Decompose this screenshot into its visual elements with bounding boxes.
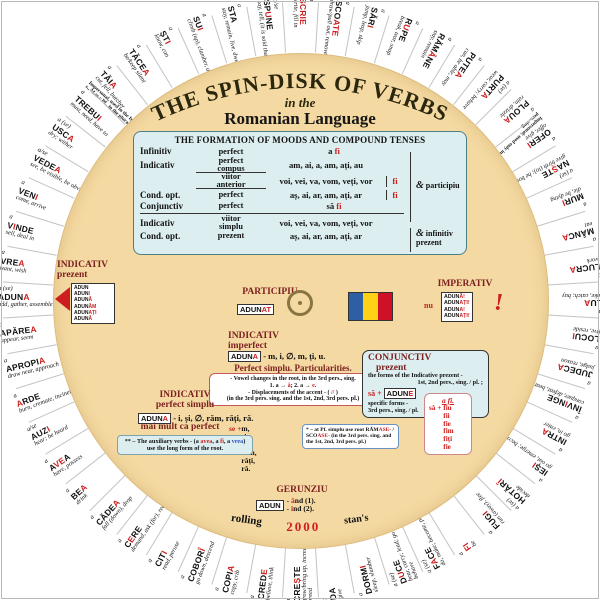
infinitiv-group-label: & infinitiv prezent xyxy=(416,228,453,247)
gerunziu-label: GERUNZIU xyxy=(276,485,328,495)
mai-mult-ending: răți, xyxy=(241,456,255,465)
mai-mult-label: mai mult ca perfect xyxy=(140,422,220,432)
publisher-footer: rolling 2000 stan's xyxy=(0,511,600,535)
conjunctiv-root-box: ADUNE xyxy=(383,388,417,400)
moods-table: THE FORMATION OF MOODS AND COMPOUND TENS… xyxy=(133,131,467,255)
participiu-group-label: & participiu xyxy=(416,180,460,191)
prezent-form: ADUNĂM xyxy=(74,303,97,310)
title-in-the: in the xyxy=(284,95,316,110)
footer-stans: stan's xyxy=(343,512,370,527)
imperativ-forms-box: ADUNĂ!ADUNAȚI!ADUNA!ADUNAȚI! xyxy=(441,292,473,322)
plus-glyph: & xyxy=(416,228,424,239)
flag-stripe xyxy=(363,293,378,320)
gerunziu-ending: - ând (1). xyxy=(286,496,316,505)
perfect-simplu-row: ADUNA - i, și, ∅, răm, răți, ră. xyxy=(138,413,253,424)
verb-prefix: a (se) xyxy=(0,285,13,292)
footer-rolling: rolling xyxy=(230,511,263,529)
gerunziu-root-box: ADUN xyxy=(256,499,284,511)
root-footnote-box: * – at Pf. simplu use root RĂMASE- / SCO… xyxy=(302,424,399,449)
gerunziu-ending: - ind (2). xyxy=(286,504,314,513)
table-divider-vertical-1 xyxy=(410,152,411,222)
imperativ-label: IMPERATIV xyxy=(437,279,493,289)
footer-year: 2000 xyxy=(286,519,321,534)
verb-meaning: add, gather, assemble xyxy=(0,300,53,308)
imperativ-form: ADUNAȚI! xyxy=(444,300,470,307)
flag-stripe xyxy=(349,293,364,320)
imperativ-form: ADUNAȚI! xyxy=(444,313,470,320)
particularities-box: - Vowel changes in the root, in the 3rd … xyxy=(209,373,377,407)
table-divider-vertical-2 xyxy=(410,228,411,252)
participiu-label: PARTICIPIU xyxy=(242,287,298,297)
a-fi-form: fiu xyxy=(443,404,452,412)
imperativ-form: ADUNA! xyxy=(444,306,465,313)
prezent-form: ADUNAȚI xyxy=(74,309,97,316)
exclamation-mark: ! xyxy=(494,290,504,316)
participiu-form-box: ADUNAT xyxy=(237,304,275,315)
imperativ-nu: nu xyxy=(424,301,433,310)
mai-mult-ending: ră. xyxy=(241,464,251,473)
prezent-form: ADUNĂ xyxy=(74,297,93,304)
mai-mult-ending: m, xyxy=(241,424,250,433)
verb-name: ADUNA xyxy=(0,291,30,302)
a-fi-form: fie xyxy=(443,419,451,428)
flag-stripe xyxy=(377,293,392,320)
title-language: Romanian Language xyxy=(224,109,376,128)
moods-table-header: THE FORMATION OF MOODS AND COMPOUND TENS… xyxy=(174,135,426,145)
a-fi-form: fie xyxy=(443,442,451,451)
pointer-arrow-icon xyxy=(55,287,70,311)
auxiliary-verbs-note: ** – The auxiliary verbs - (a avea, a fi… xyxy=(117,435,253,455)
particularity-line: 1. a → ă; 2. a → e. xyxy=(269,382,317,389)
imperativ-form: ADUNĂ! xyxy=(444,294,465,300)
particularity-line: - Vowel changes in the root, in the 3rd … xyxy=(230,376,356,382)
particularity-line: (in the 3rd pers. sing. and the 1st, 2nd… xyxy=(226,396,360,403)
particularity-line: - Displacements of the accent - ( // ) xyxy=(248,389,338,396)
table-horizontal-divider xyxy=(140,212,404,214)
imperfect-root-box: ADUNA xyxy=(228,351,262,362)
a-fi-form: fiți xyxy=(443,435,453,444)
center-rivet xyxy=(287,290,313,316)
prezent-form: ADUN xyxy=(74,285,89,291)
a-fi-form: fii xyxy=(443,411,450,420)
gerunziu-row: ADUN - ând (1).- ind (2). xyxy=(256,497,316,513)
particularities-title: Perfect simplu. Particularities. xyxy=(234,363,352,373)
prezent-form: ADUNI xyxy=(74,291,90,298)
prezent-form: ADUNĂ xyxy=(74,316,93,323)
plus-glyph: & xyxy=(416,180,424,191)
imperfect-row: ADUNA - m, i, ∅, m, ți, u. xyxy=(228,351,325,362)
romanian-flag xyxy=(348,292,393,321)
a-fi-form: fim xyxy=(443,427,454,436)
